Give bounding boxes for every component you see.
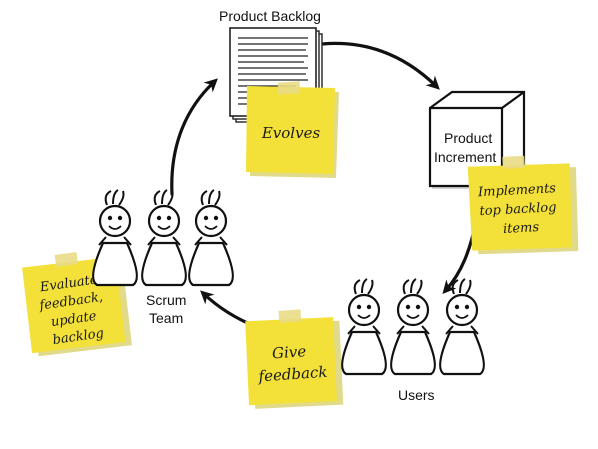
svg-text:Give feedback: Give feedback [255,341,328,386]
evaluate-note-line-4: backlog [52,326,105,348]
product-increment-label-line2: Increment [434,149,496,165]
sticky-note-implements: Implements top backlog items [467,155,579,255]
person-icon [188,188,234,287]
svg-text:Evolves: Evolves [261,124,321,142]
svg-text:Implements top backlog: Implements top backlog items [477,181,563,238]
evolves-note-line: Evolves [261,124,321,142]
arrow-backlog-to-increment [320,41,440,90]
product-increment-label-line1: Product [444,130,492,146]
implements-note-line-2: top backlog [479,200,557,219]
evaluate-note-line-3: update [50,309,98,330]
scrum-team-label-line2: Team [149,310,183,326]
person-icon [439,277,485,376]
arrow-team-to-backlog [170,78,218,196]
product-backlog-label: Product Backlog [219,8,321,24]
feedback-note-line-2: feedback [257,363,328,386]
person-icon [92,188,138,287]
implements-note-line-1: Implements [477,181,557,200]
users-label: Users [398,387,435,403]
person-icon [341,277,387,376]
person-icon [141,188,187,287]
scrum-team-group [92,188,234,287]
sticky-note-evolves: Evolves [246,81,339,178]
box-icon [428,90,526,189]
sticky-note-give-feedback: Give feedback [245,309,344,409]
scrum-team-label-line1: Scrum [146,292,186,308]
person-icon [390,277,436,376]
users-group [341,277,485,376]
feedback-note-line-1: Give [271,342,306,362]
implements-note-line-3: items [503,220,540,237]
